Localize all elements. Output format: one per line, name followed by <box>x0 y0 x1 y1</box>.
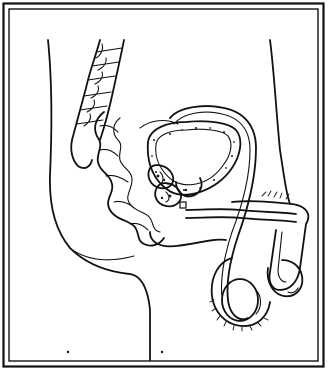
buttock-inner-curve <box>70 248 134 260</box>
penis-outline <box>232 201 308 290</box>
vas-deferens-inner <box>174 112 250 298</box>
abdominal-wall <box>270 40 290 204</box>
bottom-mark-right <box>161 351 163 353</box>
perineum-curve <box>150 232 226 246</box>
urethra-top <box>186 209 296 214</box>
figure-border <box>4 4 324 367</box>
bottom-mark-left <box>67 351 69 353</box>
rectum-inner <box>114 118 160 232</box>
pubic-hair <box>262 191 289 199</box>
rectum-folds <box>100 125 148 230</box>
urethra-bottom <box>186 217 296 222</box>
bladder-wall-texture <box>151 127 235 191</box>
penis-inner <box>278 232 286 282</box>
urethra-marker <box>180 202 186 208</box>
bladder-inner <box>156 129 231 185</box>
scrotum-outline <box>212 258 270 326</box>
vas-deferens-outer <box>170 106 256 319</box>
sacrum-spine <box>71 40 124 168</box>
